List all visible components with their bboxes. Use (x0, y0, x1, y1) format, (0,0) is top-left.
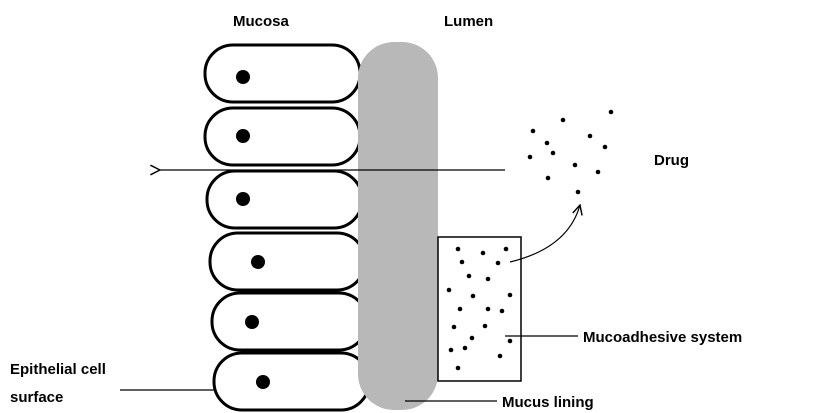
mucus-lining-label: Mucus lining (502, 394, 594, 411)
epithelial-cell (205, 108, 360, 165)
epithelial-cell (207, 171, 362, 228)
mucoadhesive-system-label: Mucoadhesive system (583, 329, 742, 346)
cell-nucleus (251, 255, 265, 269)
epithelial-cell (205, 45, 360, 102)
mucosa-label: Mucosa (233, 13, 290, 30)
epithelial-cells (205, 45, 369, 410)
cell-nucleus (236, 70, 250, 84)
mucoadhesive-system-box (438, 237, 521, 381)
cell-nucleus (245, 315, 259, 329)
epithelial-label-line2: surface (10, 389, 63, 406)
epithelial-cell (210, 233, 365, 290)
drug-label: Drug (654, 152, 689, 169)
lumen-label: Lumen (444, 13, 493, 30)
epithelial-cell (212, 293, 367, 350)
epithelial-cell (214, 353, 369, 410)
cell-nucleus (256, 375, 270, 389)
epithelial-label-line1: Epithelial cell (10, 361, 106, 378)
free-drug-particles (528, 110, 614, 195)
cell-nucleus (236, 129, 250, 143)
cell-nucleus (236, 192, 250, 206)
mucus-lining-bar (358, 42, 438, 410)
